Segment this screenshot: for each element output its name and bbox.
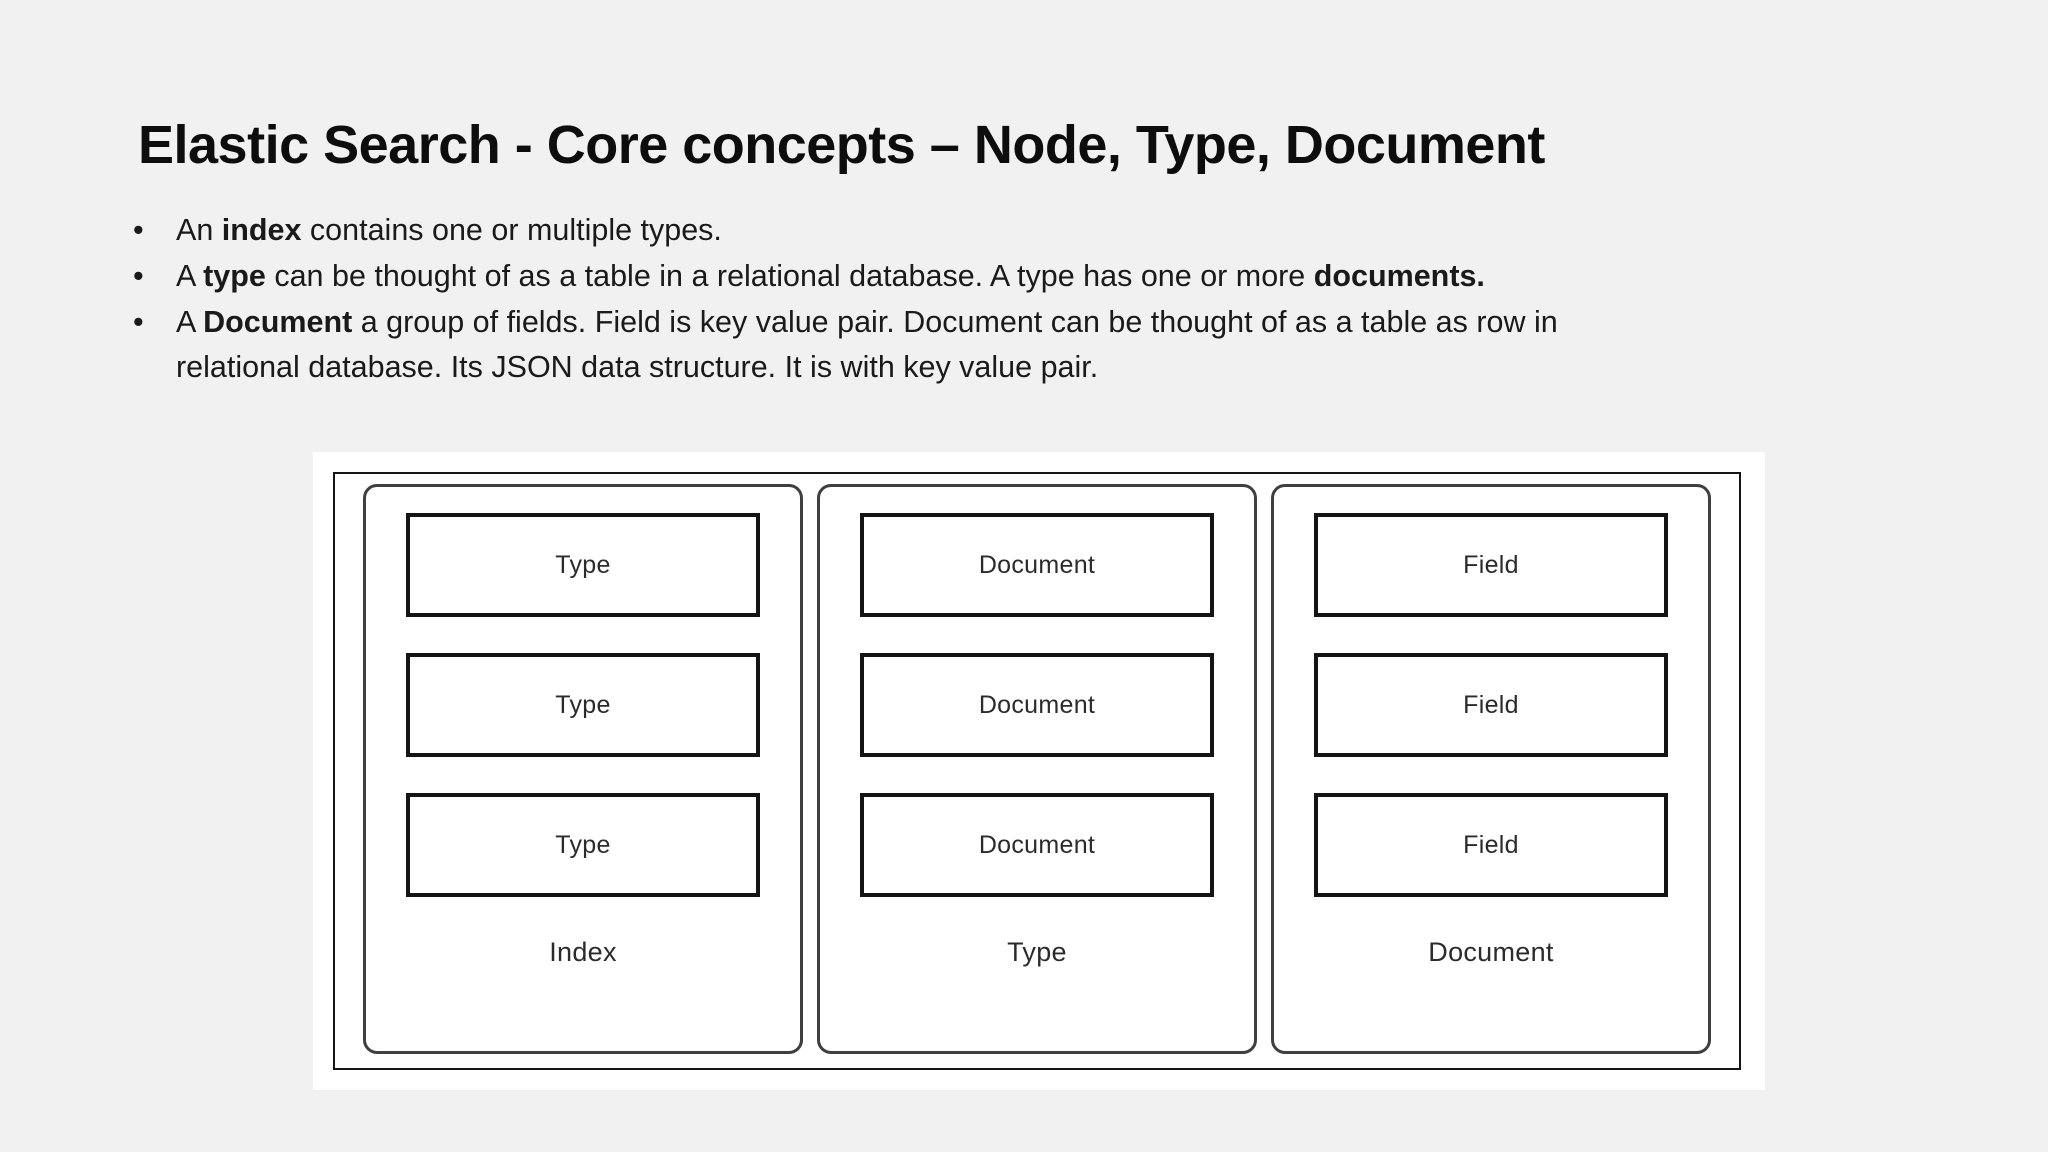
bullet-list: • An index contains one or multiple type… <box>128 208 1928 391</box>
bullet-segment: A <box>176 305 204 340</box>
bullet-marker: • <box>133 259 144 294</box>
bullet-segment: A <box>176 259 204 294</box>
diagram-cell: Field <box>1314 513 1668 617</box>
diagram-cell: Type <box>406 513 760 617</box>
diagram-panel: Type Type Type Index Document Document D… <box>313 452 1765 1090</box>
bullet-segment: a group of fields. Field is key value pa… <box>176 305 1558 384</box>
bullet-text: A type can be thought of as a table in a… <box>176 254 1928 298</box>
bullet-text: A Document a group of fields. Field is k… <box>176 300 1616 388</box>
bullet-segment: An <box>176 213 222 247</box>
diagram-cell: Type <box>406 793 760 897</box>
bullet-segment-bold: index <box>221 213 302 247</box>
diagram-cell: Document <box>860 793 1214 897</box>
bullet-marker: • <box>133 305 144 340</box>
diagram-cell: Document <box>860 513 1214 617</box>
bullet-item-type: • A type can be thought of as a table in… <box>128 254 1928 298</box>
page-title: Elastic Search - Core concepts – Node, T… <box>138 115 1545 176</box>
diagram-column-index: Type Type Type Index <box>363 484 803 1054</box>
bullet-segment-bold: documents. <box>1313 259 1485 294</box>
bullet-segment: can be thought of as a table in a relati… <box>265 259 1314 294</box>
diagram-cell: Type <box>406 653 760 757</box>
diagram-frame: Type Type Type Index Document Document D… <box>333 472 1741 1070</box>
diagram-column-label: Document <box>1428 937 1554 967</box>
bullet-marker: • <box>133 213 144 247</box>
diagram-column-document: Field Field Field Document <box>1271 484 1711 1054</box>
diagram-cell: Field <box>1314 793 1668 897</box>
bullet-item-document: • A Document a group of fields. Field is… <box>128 300 1928 388</box>
diagram-cell: Document <box>860 653 1214 757</box>
diagram-columns: Type Type Type Index Document Document D… <box>335 474 1739 1068</box>
diagram-column-type: Document Document Document Type <box>817 484 1257 1054</box>
bullet-item-index: • An index contains one or multiple type… <box>128 208 1928 252</box>
diagram-column-label: Type <box>1007 937 1067 967</box>
bullet-segment: contains one or multiple types. <box>301 213 722 247</box>
bullet-segment-bold: type <box>203 259 266 294</box>
diagram-column-label: Index <box>549 937 617 967</box>
bullet-text: An index contains one or multiple types. <box>176 208 1928 252</box>
bullet-segment-bold: Document <box>203 305 353 340</box>
diagram-cell: Field <box>1314 653 1668 757</box>
